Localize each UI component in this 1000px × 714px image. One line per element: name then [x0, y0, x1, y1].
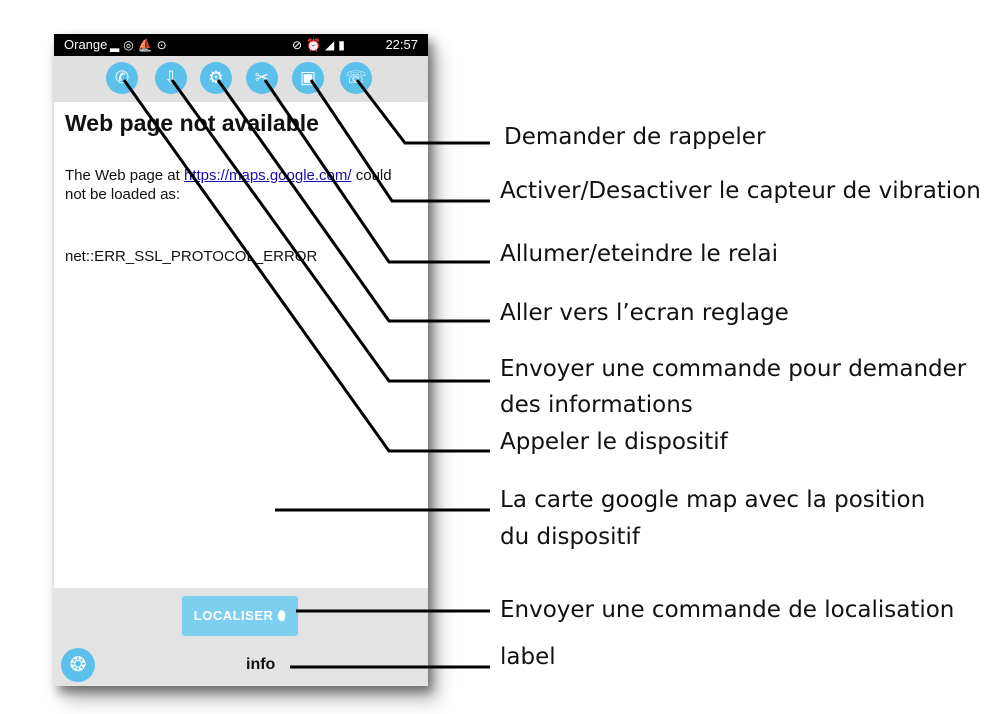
localiser-button[interactable]: LOCALISER ⬮ — [182, 596, 298, 636]
carrier-name: Orange — [64, 37, 108, 52]
annotation-vibration: Activer/Desactiver le capteur de vibrati… — [500, 178, 981, 204]
download-phone-icon[interactable]: ⇩ — [155, 62, 187, 94]
annotation-rappeler: Demander de rappeler — [504, 124, 766, 150]
localiser-label: LOCALISER — [193, 608, 274, 623]
page-title: Web page not available — [65, 110, 319, 136]
location-pin-icon: ⬮ — [277, 608, 287, 623]
info-label: info — [246, 656, 276, 673]
annotation-relai: Allumer/eteindre le relai — [500, 241, 778, 267]
system-icons: ⊘⏰◢▮ — [292, 38, 349, 52]
toolbar: ✆ ⇩ ⚙ ✂ ▣ ☏ — [54, 56, 428, 102]
annotation-reglage: Aller vers l’ecran reglage — [500, 300, 789, 326]
cast-icon[interactable]: ▣ — [292, 62, 324, 94]
aperture-icon[interactable]: ❂ — [61, 648, 95, 682]
webview-map[interactable]: Web page not available The Web page at h… — [54, 102, 428, 588]
status-bar: Orange ▂◎⛵⊙ ⊘⏰◢▮ 22:57 — [54, 34, 428, 56]
annotation-label: label — [500, 644, 556, 670]
bottom-panel: LOCALISER ⬮ ❂ info — [54, 588, 428, 686]
error-code: net::ERR_SSL_PROTOCOL_ERROR — [65, 248, 318, 265]
phone-screenshot: Orange ▂◎⛵⊙ ⊘⏰◢▮ 22:57 ✆ ⇩ ⚙ ✂ ▣ ☏ Web p… — [54, 34, 428, 686]
annotation-informations-2: des informations — [500, 392, 693, 418]
error-text-before: The Web page at — [65, 167, 184, 184]
scissors-icon[interactable]: ✂ — [246, 62, 278, 94]
gear-icon[interactable]: ⚙ — [200, 62, 232, 94]
callback-icon[interactable]: ☏ — [340, 62, 372, 94]
error-paragraph: The Web page at https://maps.google.com/… — [65, 166, 395, 204]
phone-icon[interactable]: ✆ — [106, 62, 138, 94]
clock: 22:57 — [385, 37, 418, 52]
maps-link[interactable]: https://maps.google.com/ — [183, 167, 352, 184]
signal-icons: ▂◎⛵⊙ — [110, 38, 171, 52]
annotation-localisation: Envoyer une commande de localisation — [500, 597, 955, 623]
annotation-carte-2: du dispositif — [500, 524, 641, 550]
annotation-carte-1: La carte google map avec la position — [500, 487, 926, 513]
annotation-appeler: Appeler le dispositif — [500, 429, 728, 455]
annotation-informations-1: Envoyer une commande pour demander — [500, 356, 967, 382]
